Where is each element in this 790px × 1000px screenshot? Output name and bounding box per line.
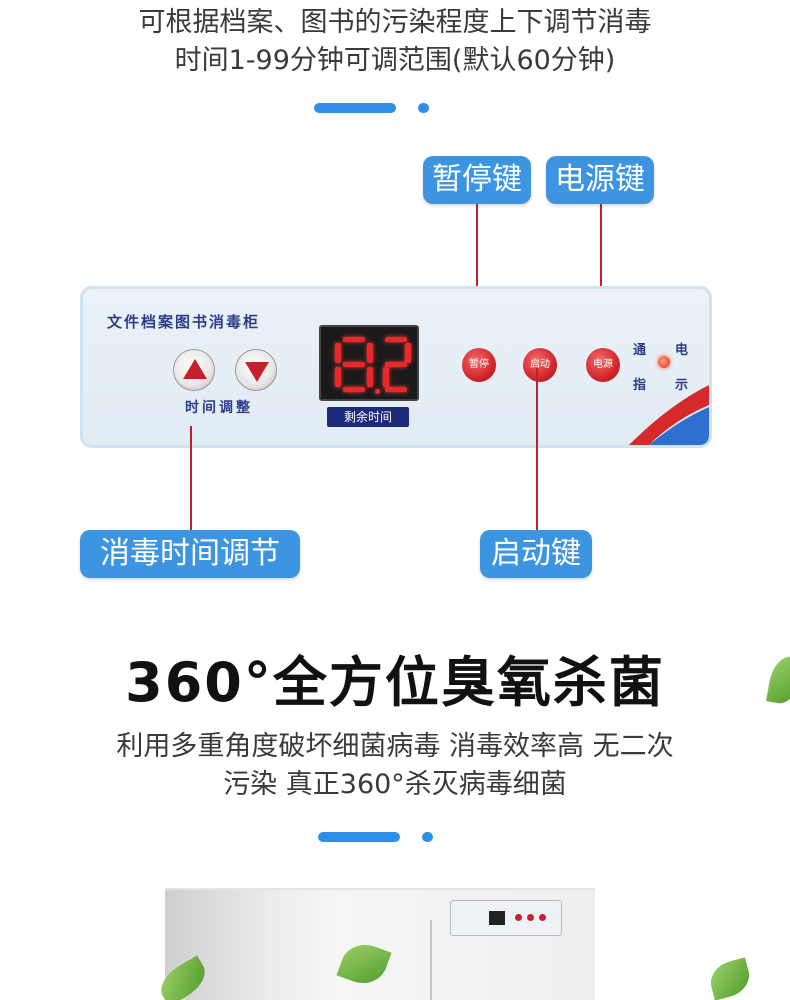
- mini-button: [527, 914, 534, 921]
- pause-key-callout: 暂停键: [423, 156, 531, 204]
- description-line-1: 利用多重角度破坏细菌病毒 消毒效率高 无二次: [116, 731, 674, 762]
- pause-key-line: [476, 204, 478, 354]
- cabinet-mini-panel: [450, 900, 562, 936]
- segment: [385, 362, 407, 367]
- cabinet-image: [165, 888, 595, 1000]
- intro-line-1: 可根据档案、图书的污染程度上下调节消毒: [138, 7, 652, 38]
- arrow-up-icon: [183, 359, 207, 379]
- segment: [343, 362, 365, 367]
- description-line-2: 污染 真正360°杀灭病毒细菌: [223, 769, 567, 800]
- control-panel: 文件档案图书消毒柜 时间调整 剩余时间 暂停 启动 电源 通 电 指 示: [80, 286, 712, 448]
- start-button[interactable]: 启动: [523, 348, 557, 382]
- divider-dot: [422, 832, 433, 842]
- indicator-char: 指: [633, 378, 647, 393]
- intro-line-2: 时间1-99分钟可调范围(默认60分钟): [174, 45, 616, 76]
- segment: [367, 343, 373, 363]
- segment: [405, 343, 411, 363]
- start-key-line: [536, 368, 538, 530]
- start-key-callout: 启动键: [480, 530, 592, 578]
- mini-button: [515, 914, 522, 921]
- segment: [343, 337, 365, 342]
- power-key-callout: 电源键: [546, 156, 654, 204]
- arrow-down-icon: [245, 362, 269, 382]
- segment: [385, 387, 407, 392]
- section-divider-bottom: [318, 832, 438, 842]
- intro-text: 可根据档案、图书的污染程度上下调节消毒 时间1-99分钟可调范围(默认60分钟): [0, 4, 790, 80]
- divider-dot: [418, 103, 429, 113]
- section-divider-top: [314, 103, 434, 113]
- indicator-char: 示: [675, 378, 689, 393]
- seven-segment-display: [319, 325, 419, 401]
- segment: [367, 367, 373, 387]
- time-up-button[interactable]: [173, 349, 215, 391]
- segment: [335, 343, 341, 363]
- time-down-button[interactable]: [235, 349, 277, 391]
- segment: [335, 367, 341, 387]
- time-adjust-callout: 消毒时间调节: [80, 530, 300, 578]
- leaf-decoration: [706, 957, 754, 1000]
- cabinet-door-split: [430, 920, 432, 1000]
- headline: 360°全方位臭氧杀菌: [125, 651, 665, 714]
- divider-bar: [318, 832, 400, 842]
- panel-title: 文件档案图书消毒柜: [107, 313, 261, 331]
- indicator-char: 通: [633, 343, 647, 358]
- pause-button[interactable]: 暂停: [462, 348, 496, 382]
- decimal-point: [375, 389, 380, 394]
- segment: [383, 367, 389, 387]
- mini-button: [539, 914, 546, 921]
- power-button[interactable]: 电源: [586, 348, 620, 382]
- remaining-time-caption: 剩余时间: [327, 407, 409, 427]
- description: 利用多重角度破坏细菌病毒 消毒效率高 无二次 污染 真正360°杀灭病毒细菌: [0, 728, 790, 804]
- time-adjust-label: 时间调整: [185, 400, 253, 416]
- indicator-char: 电: [675, 343, 689, 358]
- segment: [343, 387, 365, 392]
- mini-display: [489, 911, 505, 925]
- panel-swoosh-logo: [629, 385, 709, 445]
- divider-bar: [314, 103, 396, 113]
- power-indicator-led: [658, 356, 670, 368]
- segment: [385, 337, 407, 342]
- power-key-line: [600, 204, 602, 354]
- time-adjust-line: [190, 426, 192, 532]
